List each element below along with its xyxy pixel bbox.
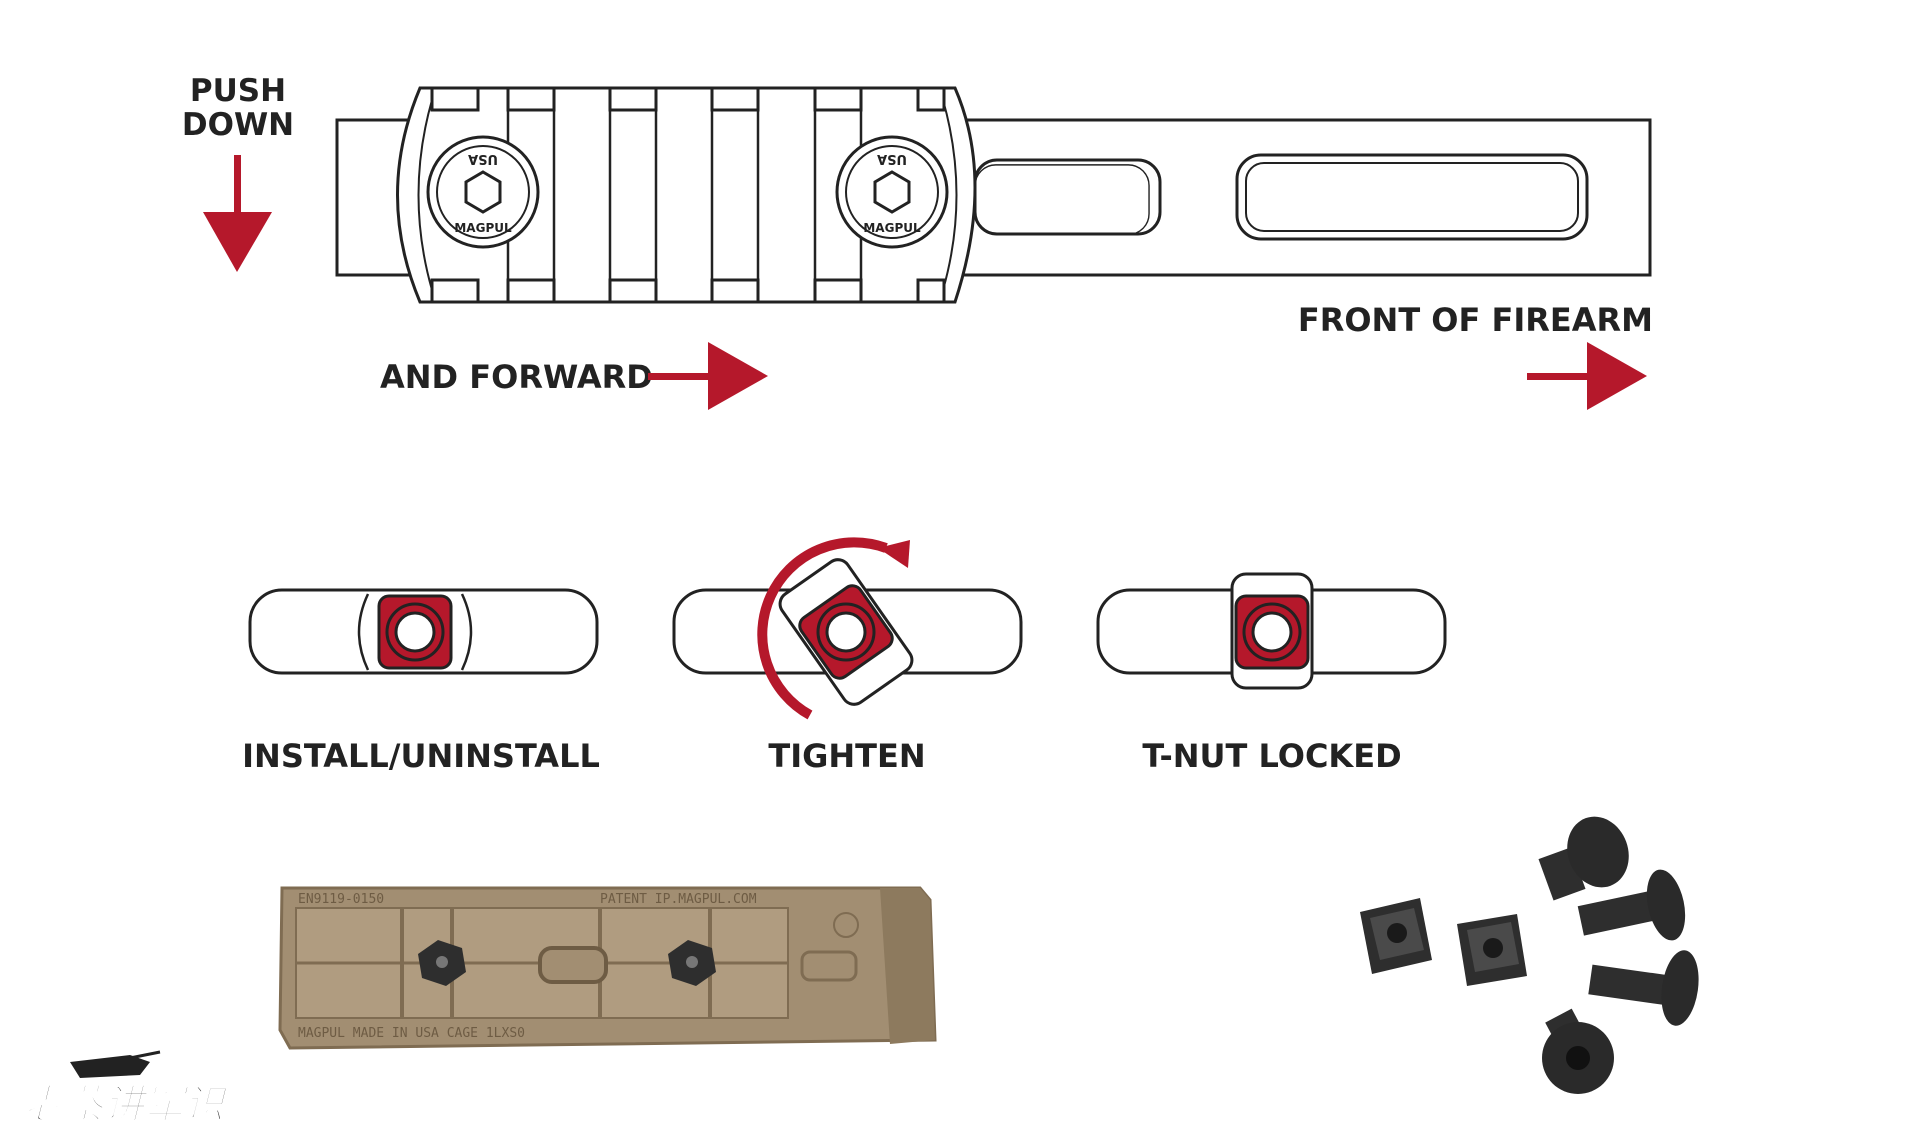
watermark-logo: 老蔡讲军识 (23, 1050, 230, 1129)
screw (1588, 950, 1699, 1026)
step-tighten-label: TIGHTEN (768, 737, 925, 775)
hardware-photo (1360, 816, 1699, 1094)
t-nut (1457, 914, 1527, 986)
label-front-of-firearm: FRONT OF FIREARM (1298, 301, 1653, 339)
product-marking-patent: PATENT IP.MAGPUL.COM (600, 892, 757, 907)
label-and-forward: AND FORWARD (380, 358, 653, 396)
label-push: PUSH (190, 73, 286, 109)
screw (1542, 1008, 1614, 1094)
watermark-text: 老蔡讲军识 (24, 1082, 229, 1128)
step-install-label: INSTALL/UNINSTALL (242, 737, 600, 775)
arrow-down-icon (203, 155, 272, 272)
rail-screw-left: USA MAGPUL (426, 135, 540, 249)
rail-product-photo: EN9119-0150 PATENT IP.MAGPUL.COM MAGPUL … (278, 886, 937, 1050)
screw (1538, 816, 1629, 901)
picatinny-rail-section (396, 86, 977, 304)
product-marking-maker: MAGPUL MADE IN USA CAGE 1LXS0 (298, 1026, 525, 1041)
rail-marking-magpul: MAGPUL (454, 221, 512, 235)
rail-screw-right: USA MAGPUL (835, 135, 949, 249)
rail-marking-usa: USA (877, 151, 907, 166)
step-install-diagram (248, 588, 599, 675)
step-tighten-diagram (672, 558, 1023, 706)
rail-marking-magpul: MAGPUL (863, 221, 921, 235)
arrow-right-icon (1527, 342, 1647, 410)
step-locked-label: T-NUT LOCKED (1142, 737, 1401, 775)
rotate-clockwise-icon (757, 537, 910, 720)
label-down: DOWN (182, 107, 294, 143)
arrow-right-icon (648, 342, 768, 410)
t-nut (1360, 898, 1432, 974)
step-locked-diagram (1096, 572, 1447, 690)
product-marking-part: EN9119-0150 (298, 892, 384, 907)
rail-marking-usa: USA (468, 151, 498, 166)
screw (1577, 869, 1686, 941)
